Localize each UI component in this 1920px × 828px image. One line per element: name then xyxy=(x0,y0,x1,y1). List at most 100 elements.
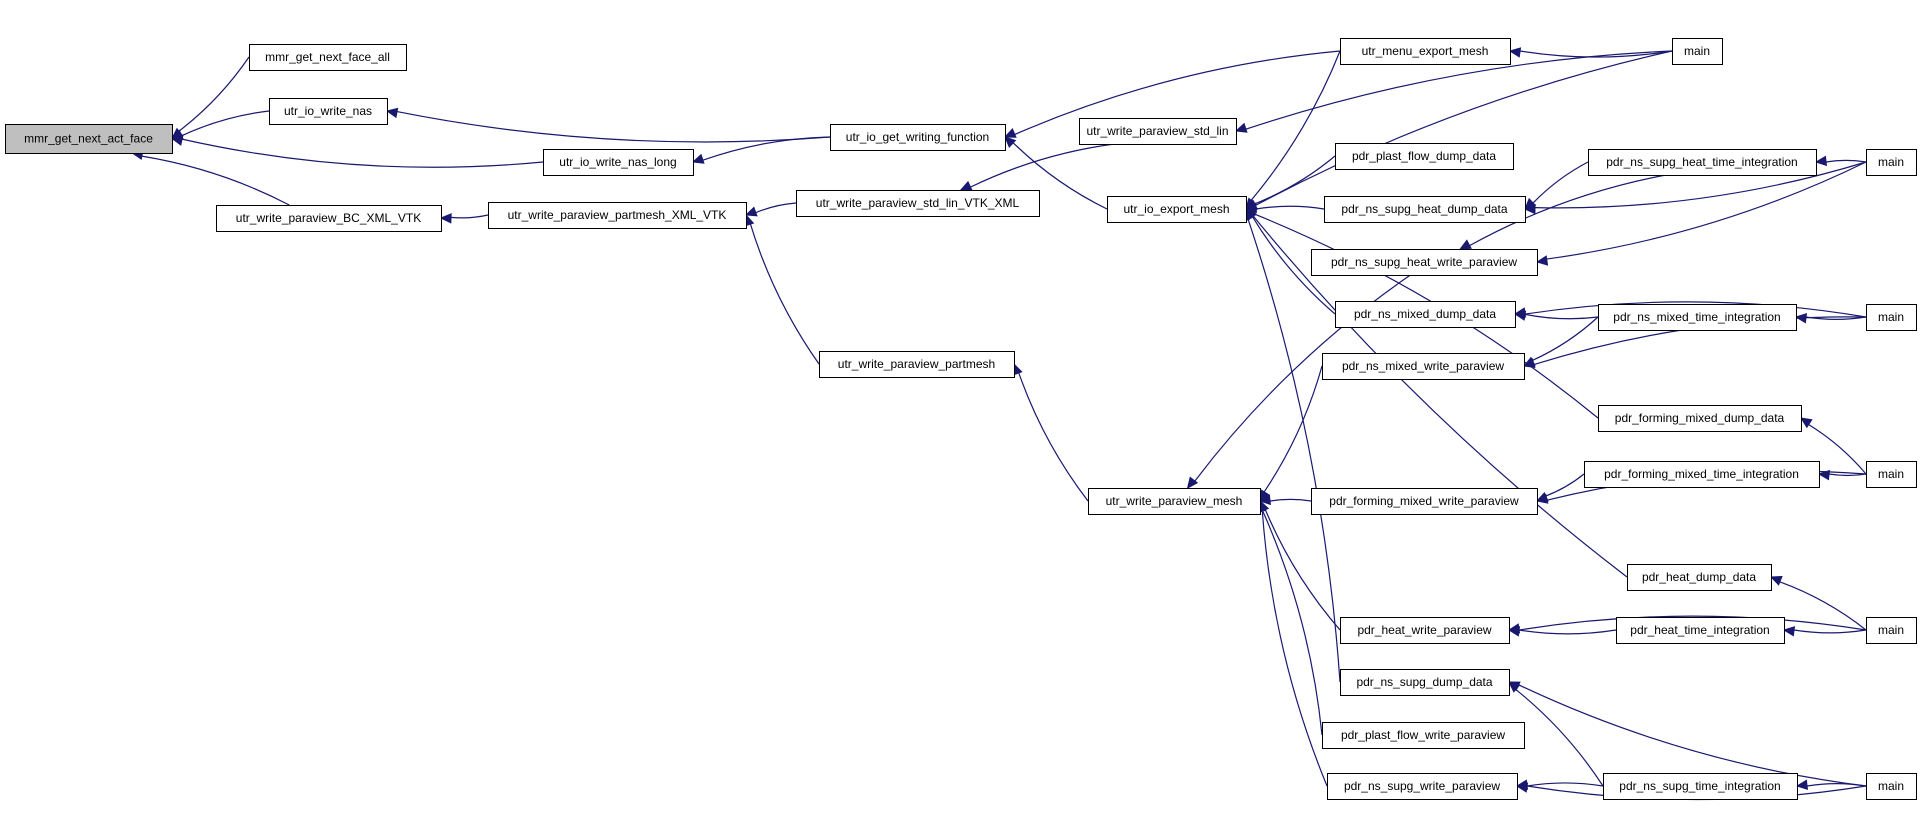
node-label: main xyxy=(1878,155,1904,169)
call-edge-n28-n19 xyxy=(1507,626,1617,637)
call-edges xyxy=(131,47,1867,801)
node-box xyxy=(1340,38,1511,65)
edge-line xyxy=(1532,316,1599,362)
function-node-utr-write-paraview-mesh[interactable]: utr_write_paraview_mesh xyxy=(1088,488,1261,515)
edge-line xyxy=(1469,174,1666,247)
node-label: pdr_forming_mixed_dump_data xyxy=(1615,411,1785,425)
call-edge-n21-n11 xyxy=(1259,499,1323,736)
function-node-main[interactable]: main xyxy=(1866,304,1917,331)
arrowhead-icon xyxy=(691,153,705,164)
call-edge-n23-n14 xyxy=(1524,161,1589,210)
edge-line xyxy=(1263,365,1323,493)
function-node-utr-write-paraview-partmesh-XML-VTK[interactable]: utr_write_paraview_partmesh_XML_VTK xyxy=(488,202,747,229)
node-label: mmr_get_next_face_all xyxy=(265,50,390,64)
call-edge-m4-n26 xyxy=(1817,469,1867,481)
arrowhead-icon xyxy=(385,107,399,119)
node-label: utr_io_export_mesh xyxy=(1123,202,1229,216)
edge-line xyxy=(181,138,544,168)
node-box xyxy=(249,44,407,71)
node-box xyxy=(1866,773,1917,800)
node-box xyxy=(1322,722,1525,749)
function-node-main[interactable]: main xyxy=(1866,617,1917,644)
call-edge-m5-n27 xyxy=(1769,575,1867,631)
function-node-utr-io-get-writing-function[interactable]: utr_io_get_writing_function xyxy=(830,124,1006,151)
function-node-pdr-ns-supg-heat-time-integration[interactable]: pdr_ns_supg_heat_time_integration xyxy=(1588,149,1817,176)
function-node-pdr-forming-mixed-write-paraview[interactable]: pdr_forming_mixed_write_paraview xyxy=(1311,488,1538,515)
edge-line xyxy=(1828,473,1867,477)
function-node-pdr-heat-dump-data[interactable]: pdr_heat_dump_data xyxy=(1627,564,1772,591)
arrowhead-icon xyxy=(1186,476,1199,489)
arrowhead-icon xyxy=(1234,122,1248,133)
function-node-pdr-heat-time-integration[interactable]: pdr_heat_time_integration xyxy=(1616,617,1785,644)
function-node-pdr-ns-supg-dump-data[interactable]: pdr_ns_supg_dump_data xyxy=(1340,669,1510,696)
edge-line xyxy=(749,223,820,365)
edge-line xyxy=(1245,50,1673,130)
call-edge-m5-n19 xyxy=(1507,615,1867,634)
arrowhead-icon xyxy=(1507,681,1521,692)
function-node-pdr-plast-flow-write-paraview[interactable]: pdr_plast_flow_write_paraview xyxy=(1322,722,1525,749)
function-node-pdr-ns-supg-heat-dump-data[interactable]: pdr_ns_supg_heat_dump_data xyxy=(1324,196,1526,223)
edge-line xyxy=(755,202,797,214)
arrowhead-icon xyxy=(1535,493,1549,504)
function-node-pdr-ns-mixed-write-paraview[interactable]: pdr_ns_mixed_write_paraview xyxy=(1322,353,1525,380)
node-box xyxy=(1598,304,1797,331)
node-label: main xyxy=(1684,44,1710,58)
node-label: utr_io_get_writing_function xyxy=(846,130,989,144)
function-node-pdr-ns-mixed-time-integration[interactable]: pdr_ns_mixed_time_integration xyxy=(1598,304,1797,331)
node-label: pdr_ns_supg_heat_write_paraview xyxy=(1331,255,1517,269)
call-edge-n5-n3 xyxy=(691,136,831,164)
arrowhead-icon xyxy=(170,135,184,146)
edge-line xyxy=(1254,155,1336,205)
function-node-main[interactable]: main xyxy=(1866,149,1917,176)
arrowhead-icon xyxy=(1508,47,1522,58)
function-node-utr-write-paraview-std-lin[interactable]: utr_write_paraview_std_lin xyxy=(1079,118,1237,145)
function-node-utr-io-write-nas-long[interactable]: utr_io_write_nas_long xyxy=(543,149,694,176)
function-node-pdr-ns-supg-write-paraview[interactable]: pdr_ns_supg_write_paraview xyxy=(1327,773,1518,800)
node-box xyxy=(488,202,747,229)
function-node-pdr-plast-flow-dump-data[interactable]: pdr_plast_flow_dump_data xyxy=(1335,143,1514,170)
call-edge-m6-n29 xyxy=(1795,779,1867,790)
node-label: pdr_heat_time_integration xyxy=(1630,623,1769,637)
node-box xyxy=(1672,38,1723,65)
function-node-pdr-ns-supg-time-integration[interactable]: pdr_ns_supg_time_integration xyxy=(1603,773,1798,800)
arrowhead-icon xyxy=(1769,575,1783,586)
function-node-mmr-get-next-act-face[interactable]: mmr_get_next_act_face xyxy=(5,124,173,154)
function-node-main[interactable]: main xyxy=(1672,38,1723,65)
call-edge-m3-n16 xyxy=(1513,301,1867,318)
function-node-pdr-forming-mixed-dump-data[interactable]: pdr_forming_mixed_dump_data xyxy=(1598,405,1802,432)
node-box xyxy=(1107,196,1247,223)
call-edge-n12-n5 xyxy=(1003,50,1341,138)
node-box xyxy=(1340,617,1510,644)
function-node-main[interactable]: main xyxy=(1866,461,1917,488)
node-label: pdr_forming_mixed_write_paraview xyxy=(1329,494,1519,508)
function-node-main[interactable]: main xyxy=(1866,773,1917,800)
node-box xyxy=(216,205,442,232)
call-edge-m2-n23 xyxy=(1814,155,1867,167)
edge-line xyxy=(1518,629,1617,635)
function-node-utr-write-paraview-partmesh[interactable]: utr_write_paraview_partmesh xyxy=(819,351,1015,378)
node-label: pdr_ns_mixed_write_paraview xyxy=(1342,359,1504,373)
node-label: utr_write_paraview_partmesh xyxy=(838,357,995,371)
function-node-pdr-ns-mixed-dump-data[interactable]: pdr_ns_mixed_dump_data xyxy=(1335,301,1516,328)
function-node-pdr-heat-write-paraview[interactable]: pdr_heat_write_paraview xyxy=(1340,617,1510,644)
edge-line xyxy=(1262,510,1323,736)
function-node-utr-menu-export-mesh[interactable]: utr_menu_export_mesh xyxy=(1340,38,1511,65)
function-node-pdr-forming-mixed-time-integration[interactable]: pdr_forming_mixed_time_integration xyxy=(1584,461,1820,488)
call-edge-n15-n11 xyxy=(1186,274,1411,489)
call-edge-m4-n25 xyxy=(1799,417,1867,475)
function-node-utr-write-paraview-std-lin-VTK-XML[interactable]: utr_write_paraview_std_lin_VTK_XML xyxy=(796,190,1040,217)
edge-line xyxy=(1012,142,1108,210)
function-node-pdr-ns-supg-heat-write-paraview[interactable]: pdr_ns_supg_heat_write_paraview xyxy=(1311,249,1538,276)
function-node-utr-io-write-nas[interactable]: utr_io_write_nas xyxy=(269,98,388,125)
node-box xyxy=(1588,149,1817,176)
arrowhead-icon xyxy=(1523,203,1536,215)
edge-line xyxy=(1546,161,1867,260)
function-node-utr-io-export-mesh[interactable]: utr_io_export_mesh xyxy=(1107,196,1247,223)
node-box xyxy=(5,124,173,154)
function-node-utr-write-paraview-BC-XML-VTK[interactable]: utr_write_paraview_BC_XML_VTK xyxy=(216,205,442,232)
call-edge-m3-n24 xyxy=(1794,313,1867,324)
node-box xyxy=(1088,488,1261,515)
call-edge-n23-n15 xyxy=(1459,174,1666,250)
function-node-mmr-get-next-face-all[interactable]: mmr_get_next_face_all xyxy=(249,44,407,71)
